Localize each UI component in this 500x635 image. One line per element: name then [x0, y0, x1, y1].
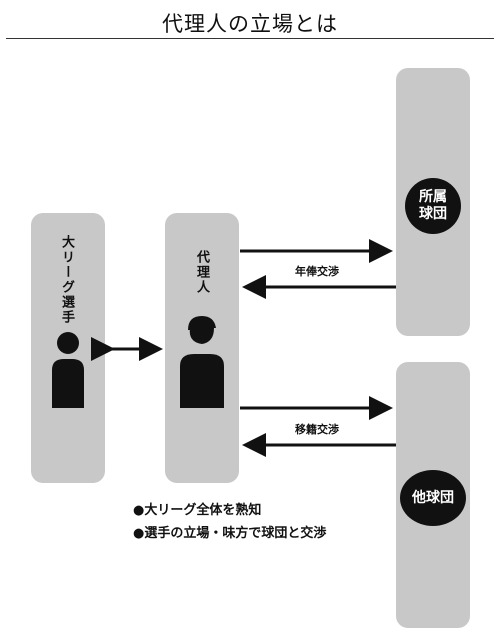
salary-negotiation-label: 年俸交渉	[295, 265, 339, 278]
own-team-circle: 所属 球団	[405, 178, 461, 234]
agent-figure-icon	[180, 316, 224, 408]
agent-box	[165, 213, 239, 483]
own-team-label-line1: 所属	[419, 189, 447, 205]
transfer-negotiation-label: 移籍交渉	[295, 423, 339, 436]
other-team-circle: 他球団	[400, 470, 466, 526]
own-team-label-line2: 球団	[419, 206, 447, 222]
player-figure-icon	[52, 332, 84, 408]
player-label: 大リーグ選手	[59, 235, 74, 325]
other-team-label: 他球団	[412, 489, 454, 506]
diagram-title: 代理人の立場とは	[162, 12, 338, 36]
agent-label: 代理人	[194, 250, 209, 295]
note-item-1: ●大リーグ全体を熟知	[133, 503, 262, 518]
note-item-2: ●選手の立場・味方で球団と交渉	[133, 526, 327, 541]
title-divider	[6, 38, 494, 39]
